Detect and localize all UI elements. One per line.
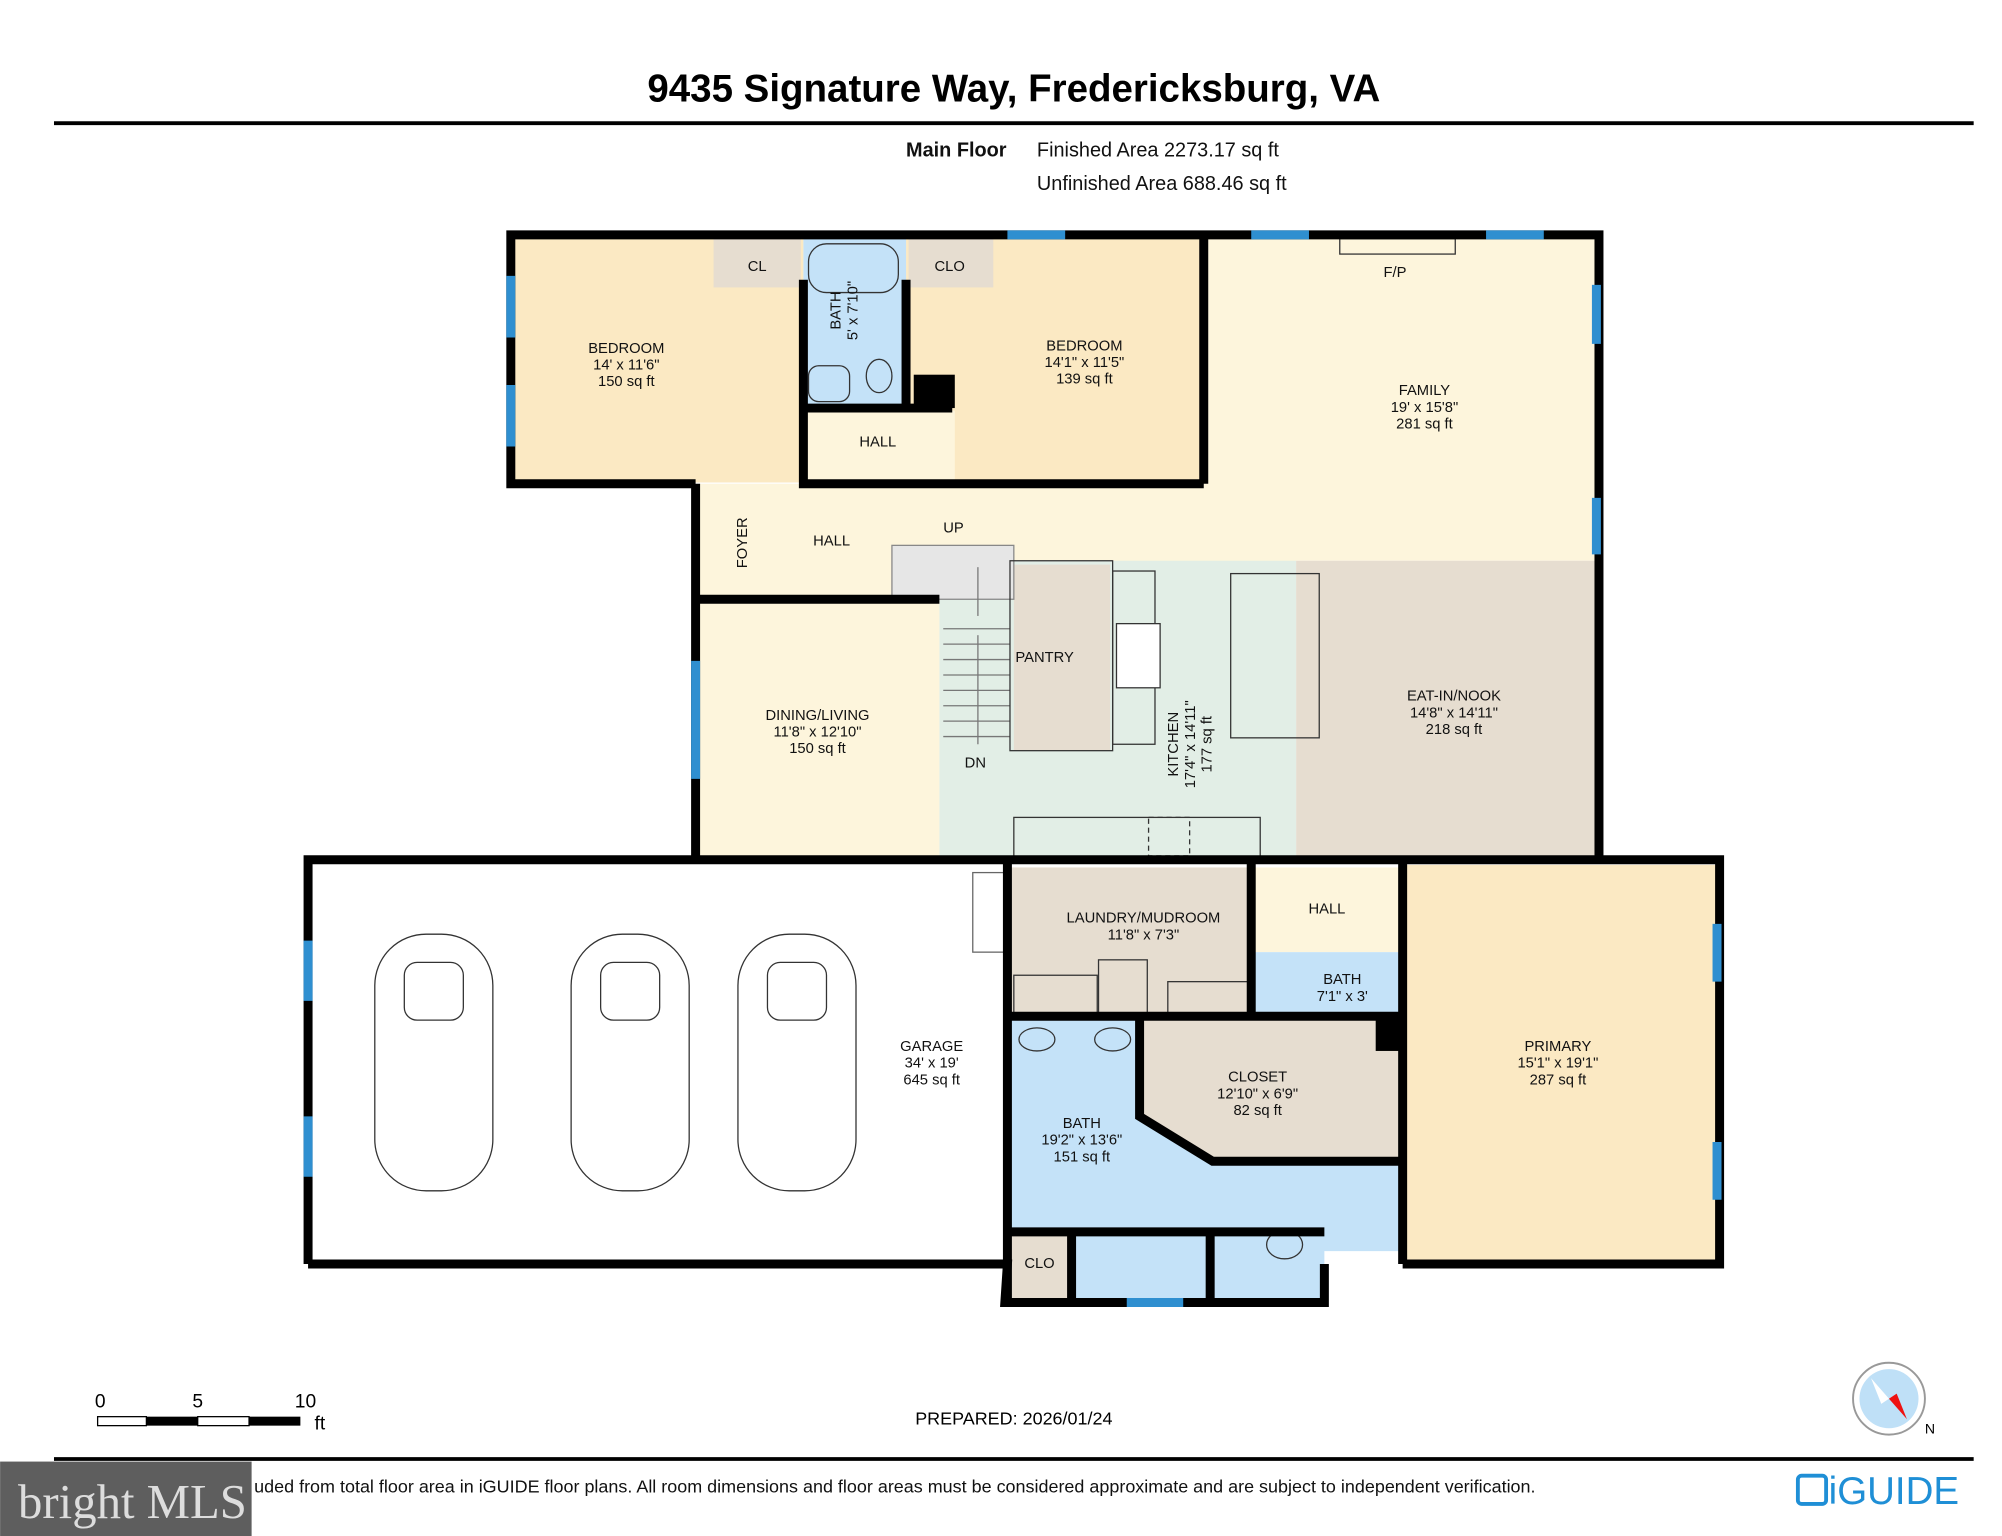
- scale-tick-0: 0: [95, 1392, 106, 1413]
- room-dims: 14'8" x 14'11": [1410, 705, 1498, 721]
- room-label: CL: [748, 259, 767, 275]
- room-dims: 11'8" x 12'10": [773, 725, 861, 741]
- room-name: KITCHEN: [1166, 712, 1182, 777]
- room-label: CLO: [1024, 1256, 1054, 1272]
- room-name: BEDROOM: [588, 341, 664, 357]
- bright-mls-logo: bright MLS: [0, 1461, 252, 1536]
- room-area: 150 sq ft: [598, 374, 655, 390]
- room-label: FOYER: [735, 517, 751, 568]
- iguide-logo-text: iGUIDE: [1829, 1470, 1959, 1513]
- room-name: HALL: [813, 533, 850, 549]
- room-name: HALL: [859, 435, 896, 451]
- room-name: LAUNDRY/MUDROOM: [1067, 911, 1221, 927]
- room-label: KITCHEN17'4" x 14'11"177 sq ft: [1166, 700, 1215, 788]
- finished-area: Finished Area 2273.17 sq ft: [1037, 140, 1279, 162]
- compass-icon: N: [1852, 1361, 1935, 1436]
- mls-logo-text: bright MLS: [18, 1475, 247, 1529]
- room-label: DN: [965, 755, 986, 771]
- room-name: BATH: [829, 291, 845, 329]
- room-label: HALL: [813, 533, 850, 549]
- scale-bar: 0 5 10 ft: [95, 1392, 326, 1435]
- room-dims: 11'8" x 7'3": [1108, 927, 1180, 943]
- room-dims: 14' x 11'6": [593, 358, 659, 374]
- room-name: CLO: [934, 259, 964, 275]
- room-label: HALL: [1308, 902, 1345, 918]
- room-dims: 34' x 19': [905, 1056, 959, 1072]
- room-area: 139 sq ft: [1056, 372, 1113, 388]
- iguide-logo: iGUIDE: [1795, 1470, 1959, 1513]
- scale-tick-5: 5: [192, 1392, 203, 1413]
- room-area: 218 sq ft: [1426, 722, 1483, 738]
- room-name: DN: [965, 755, 986, 771]
- room-name: F/P: [1383, 265, 1406, 281]
- room-label: PANTRY: [1015, 650, 1074, 666]
- car-icons: [374, 933, 857, 1192]
- room-dims: 14'1" x 11'5": [1045, 355, 1125, 371]
- room-area: 645 sq ft: [903, 1072, 960, 1088]
- room-area: 151 sq ft: [1054, 1149, 1111, 1165]
- room-area: 281 sq ft: [1396, 417, 1453, 433]
- room-fills: [311, 238, 1720, 1303]
- room-label: BATH5' x 7'10": [829, 281, 862, 340]
- room-area: 287 sq ft: [1530, 1072, 1587, 1088]
- scale-unit: ft: [314, 1413, 325, 1434]
- room-area: 150 sq ft: [789, 741, 846, 757]
- room-name: FOYER: [735, 517, 751, 568]
- room-name: HALL: [1308, 902, 1345, 918]
- room-dims: 12'10" x 6'9": [1217, 1086, 1298, 1102]
- room-dims: 19' x 15'8": [1391, 400, 1458, 416]
- room-name: PANTRY: [1015, 650, 1074, 666]
- room-name: EAT-IN/NOOK: [1407, 689, 1501, 705]
- room-area: 177 sq ft: [1199, 716, 1215, 773]
- room-name: UP: [943, 521, 964, 537]
- scale-tick-10: 10: [295, 1392, 316, 1413]
- room-name: CL: [748, 259, 767, 275]
- room-label: CLO: [934, 259, 964, 275]
- room-name: FAMILY: [1399, 383, 1451, 399]
- room-name: BATH: [1323, 972, 1361, 988]
- room-dims: 5' x 7'10": [845, 281, 861, 340]
- room-name: GARAGE: [900, 1039, 963, 1055]
- room-label: HALL: [859, 435, 896, 451]
- unfinished-area: Unfinished Area 688.46 sq ft: [1037, 173, 1287, 195]
- windows: [303, 230, 1722, 1307]
- room-dims: 17'4" x 14'11": [1183, 700, 1199, 788]
- room-name: BATH: [1063, 1116, 1101, 1132]
- page-title: 9435 Signature Way, Fredericksburg, VA: [647, 67, 1380, 110]
- floor-name: Main Floor: [906, 140, 1007, 162]
- room-dims: 19'2" x 13'6": [1041, 1133, 1122, 1149]
- room-dims: 7'1" x 3': [1317, 989, 1368, 1005]
- room-name: CLOSET: [1228, 1070, 1287, 1086]
- room-label: F/P: [1383, 265, 1406, 281]
- room-name: CLO: [1024, 1256, 1054, 1272]
- room-name: DINING/LIVING: [765, 708, 869, 724]
- compass-label: N: [1925, 1420, 1935, 1436]
- room-name: PRIMARY: [1524, 1039, 1591, 1055]
- room-area: 82 sq ft: [1233, 1103, 1281, 1119]
- prepared-date: PREPARED: 2026/01/24: [915, 1408, 1112, 1428]
- disclaimer: uded from total floor area in iGUIDE flo…: [254, 1476, 1535, 1496]
- room-dims: 15'1" x 19'1": [1517, 1056, 1598, 1072]
- room-label: UP: [943, 521, 964, 537]
- room-name: BEDROOM: [1046, 338, 1122, 354]
